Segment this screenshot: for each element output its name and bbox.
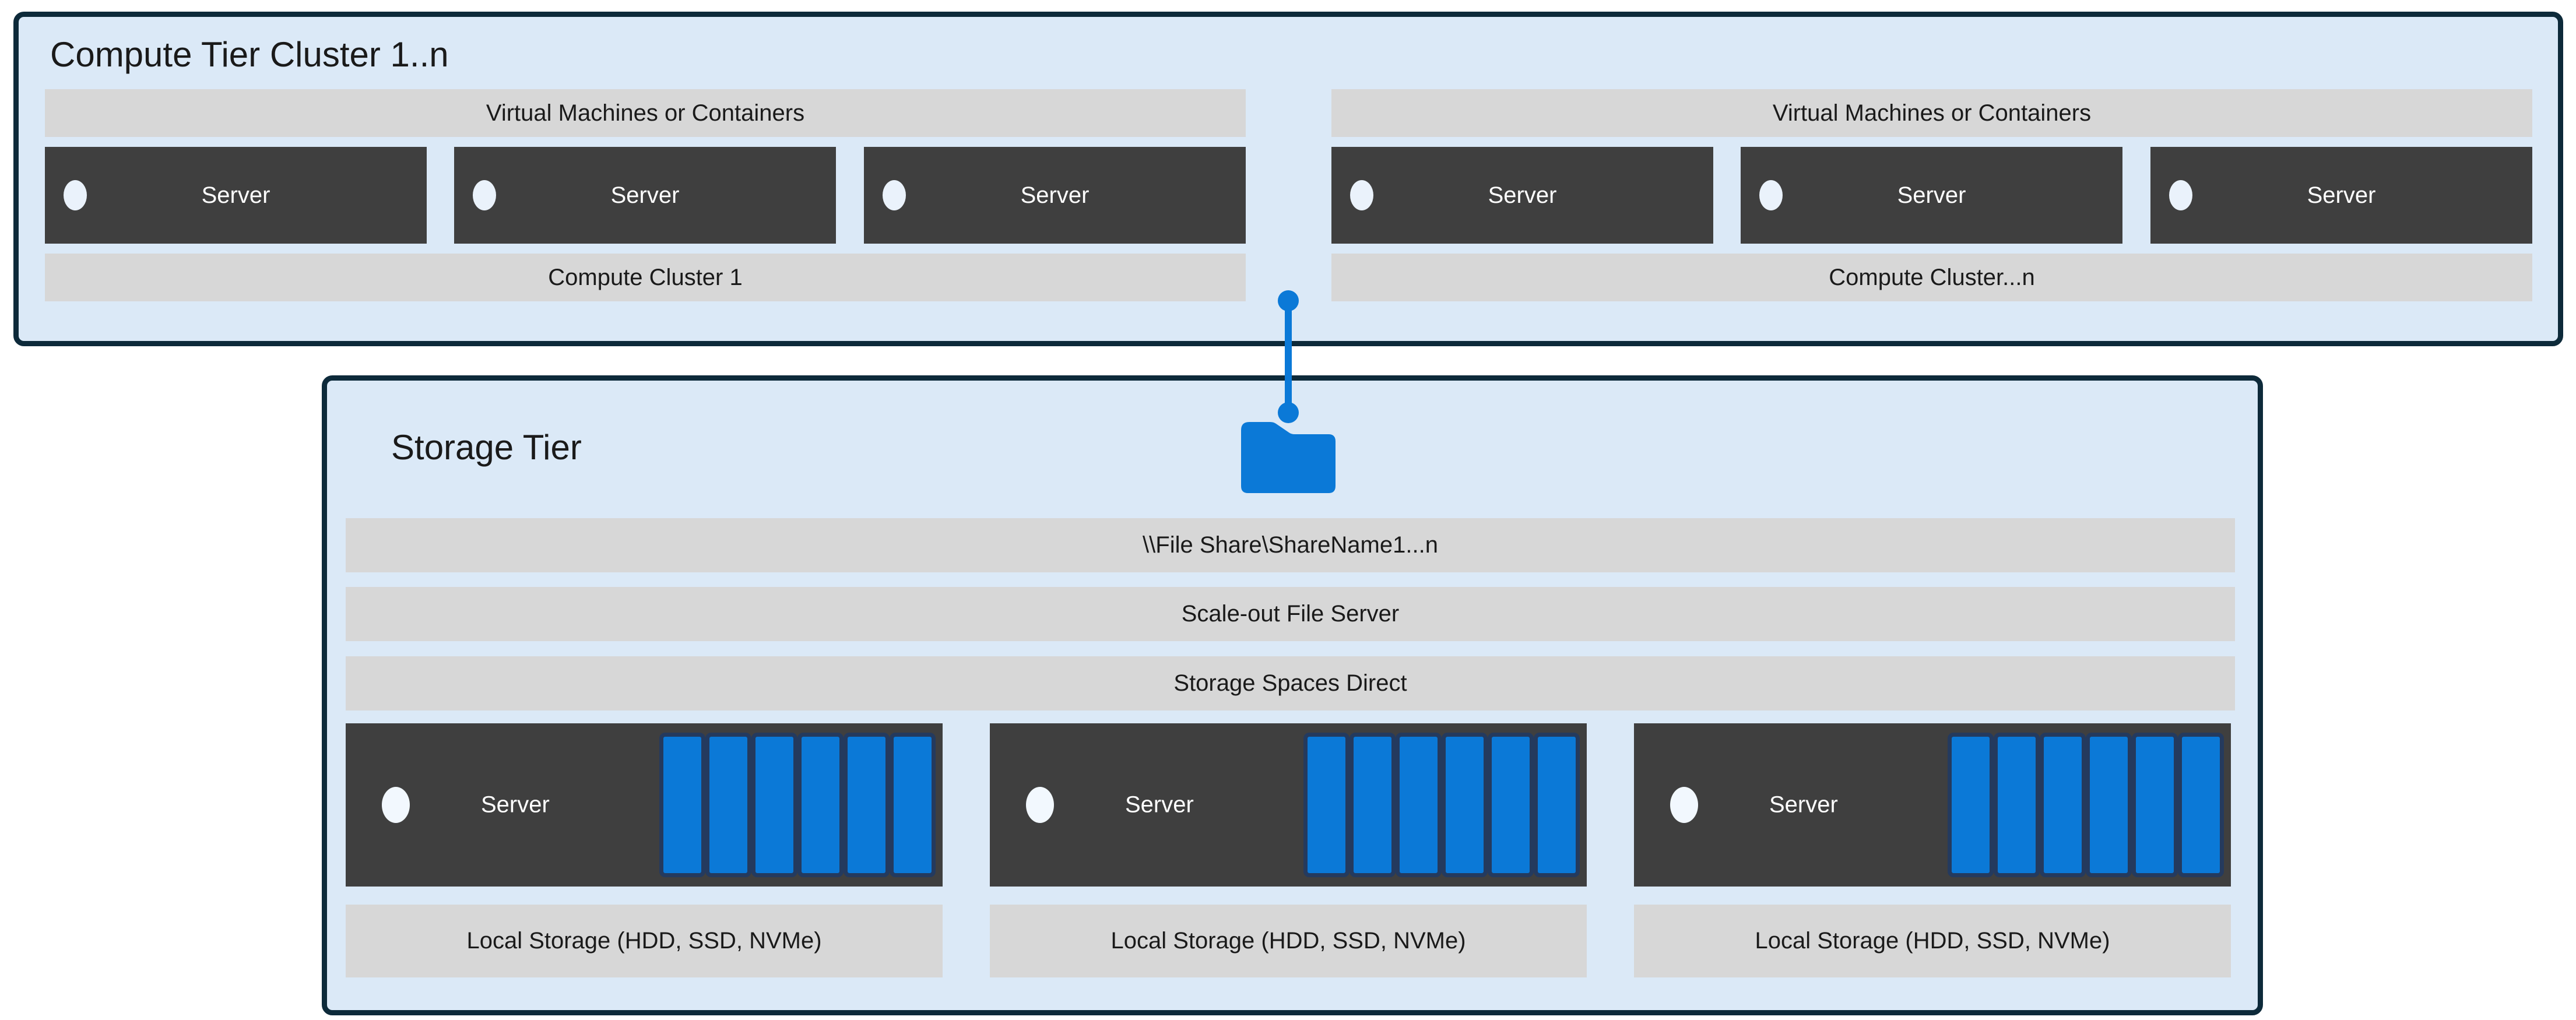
server-label: Server	[1020, 182, 1090, 208]
local-storage-label: Local Storage (HDD, SSD, NVMe)	[466, 928, 822, 954]
file-share-bar: \\File Share\ShareName1...n	[346, 518, 2235, 572]
compute-server: Server	[2150, 147, 2532, 244]
storage-server: Server	[1634, 723, 2231, 887]
local-storage-bar: Local Storage (HDD, SSD, NVMe)	[346, 905, 943, 977]
disk-icon	[890, 733, 936, 877]
server-led-icon	[64, 180, 87, 210]
server-label: Server	[2307, 182, 2376, 208]
disk-icon	[1488, 733, 1534, 877]
server-label: Server	[1488, 182, 1557, 208]
compute-server: Server	[454, 147, 836, 244]
compute-server: Server	[1741, 147, 2122, 244]
server-led-icon	[1026, 787, 1054, 823]
compute-cluster-n-bar: Compute Cluster...n	[1331, 254, 2532, 301]
server-led-icon	[473, 180, 496, 210]
file-share-folder-icon	[1240, 421, 1337, 494]
server-led-icon	[1759, 180, 1783, 210]
server-label: Server	[481, 792, 550, 818]
disk-icon	[1994, 733, 2040, 877]
disk-icon	[1442, 733, 1488, 877]
compute-tier-box: Compute Tier Cluster 1..n Virtual Machin…	[13, 12, 2563, 346]
vm-containers-label: Virtual Machines or Containers	[1772, 100, 2092, 126]
disk-icon	[751, 733, 797, 877]
server-led-icon	[883, 180, 906, 210]
storage-tier-title: Storage Tier	[391, 428, 582, 467]
disk-rack	[659, 733, 936, 877]
disk-icon	[1534, 733, 1580, 877]
compute-cluster-1: Virtual Machines or Containers Server Se…	[45, 89, 1246, 301]
server-label: Server	[610, 182, 680, 208]
storage-server: Server	[346, 723, 943, 887]
compute-cluster-1-bar: Compute Cluster 1	[45, 254, 1246, 301]
disk-icon	[2040, 733, 2086, 877]
disk-icon	[705, 733, 751, 877]
compute-server: Server	[1331, 147, 1713, 244]
tier-connector-line	[1285, 300, 1292, 414]
vm-containers-bar: Virtual Machines or Containers	[45, 89, 1246, 137]
disk-icon	[1948, 733, 1994, 877]
disk-icon	[2178, 733, 2224, 877]
server-led-icon	[1670, 787, 1698, 823]
compute-server: Server	[45, 147, 427, 244]
disk-rack	[1303, 733, 1580, 877]
vm-containers-bar: Virtual Machines or Containers	[1331, 89, 2532, 137]
file-share-label: \\File Share\ShareName1...n	[1143, 532, 1438, 558]
compute-cluster-n-label: Compute Cluster...n	[1829, 264, 2035, 290]
storage-spaces-direct-label: Storage Spaces Direct	[1173, 670, 1407, 696]
local-storage-bar: Local Storage (HDD, SSD, NVMe)	[1634, 905, 2231, 977]
connector-endpoint-icon	[1278, 290, 1299, 311]
disk-icon	[1303, 733, 1349, 877]
compute-server: Server	[864, 147, 1246, 244]
connector-endpoint-icon	[1278, 402, 1299, 423]
server-label: Server	[1897, 182, 1966, 208]
scale-out-file-server-bar: Scale-out File Server	[346, 587, 2235, 641]
disk-icon	[844, 733, 890, 877]
local-storage-bar: Local Storage (HDD, SSD, NVMe)	[990, 905, 1587, 977]
server-label: Server	[1125, 792, 1194, 818]
scale-out-file-server-label: Scale-out File Server	[1181, 601, 1400, 627]
vm-containers-label: Virtual Machines or Containers	[486, 100, 805, 126]
server-label: Server	[1769, 792, 1838, 818]
server-label: Server	[201, 182, 270, 208]
compute-tier-title: Compute Tier Cluster 1..n	[50, 35, 449, 74]
disk-rack	[1948, 733, 2224, 877]
disk-icon	[2132, 733, 2178, 877]
disk-icon	[1349, 733, 1396, 877]
storage-server: Server	[990, 723, 1587, 887]
server-led-icon	[2169, 180, 2192, 210]
local-storage-label: Local Storage (HDD, SSD, NVMe)	[1755, 928, 2110, 954]
server-led-icon	[382, 787, 410, 823]
compute-cluster-n: Virtual Machines or Containers Server Se…	[1331, 89, 2532, 301]
disk-icon	[1396, 733, 1442, 877]
disk-icon	[2086, 733, 2132, 877]
disk-icon	[659, 733, 705, 877]
compute-cluster-1-label: Compute Cluster 1	[548, 264, 743, 290]
local-storage-label: Local Storage (HDD, SSD, NVMe)	[1110, 928, 1466, 954]
storage-spaces-direct-bar: Storage Spaces Direct	[346, 656, 2235, 711]
disk-icon	[797, 733, 844, 877]
server-led-icon	[1350, 180, 1373, 210]
